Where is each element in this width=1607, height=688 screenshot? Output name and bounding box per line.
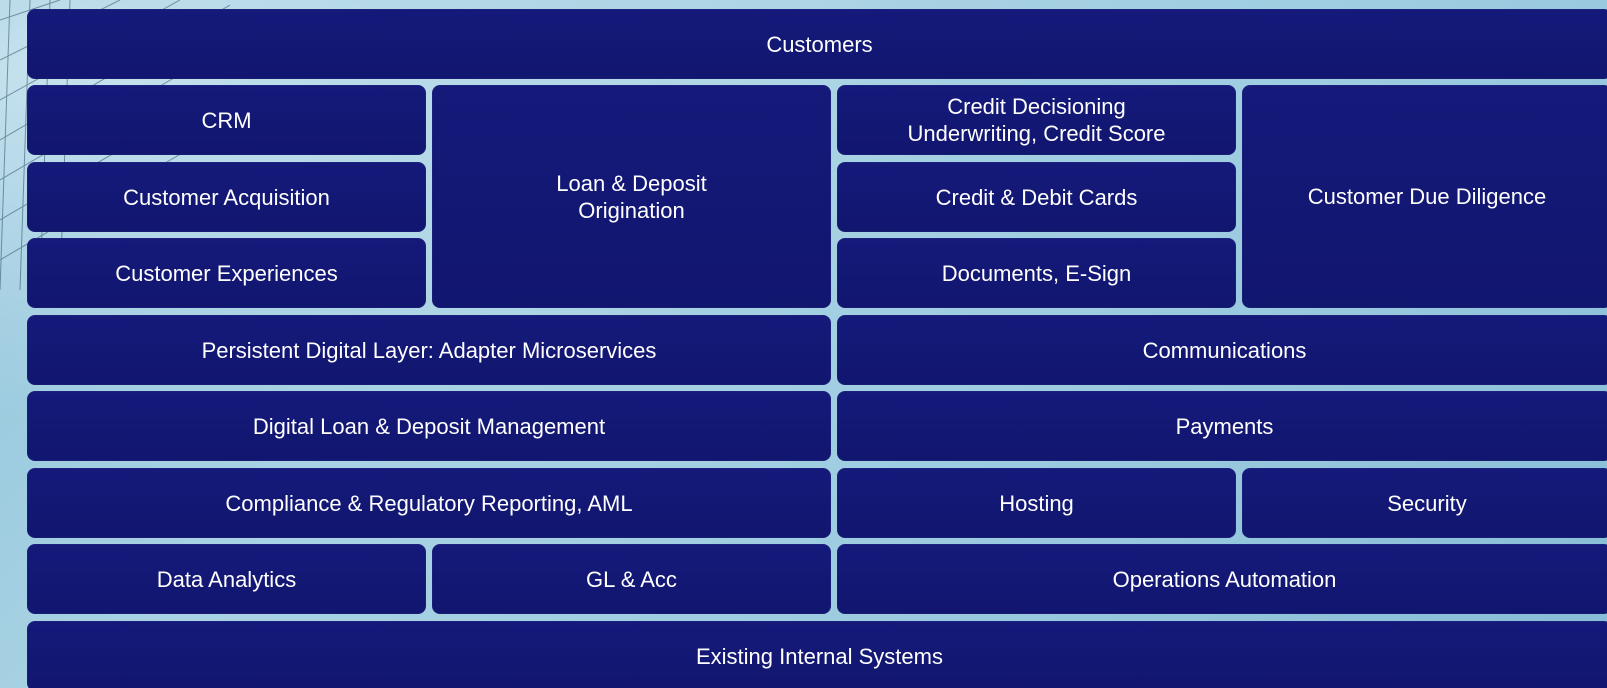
loan-deposit-origination-box: Loan & Deposit Origination (432, 85, 831, 308)
existing-internal-systems-layer: Existing Internal Systems (27, 621, 1607, 688)
credit-decisioning-box: Credit Decisioning Underwriting, Credit … (837, 85, 1236, 155)
customers-label: Customers (766, 31, 873, 57)
credit-debit-cards-box: Credit & Debit Cards (837, 162, 1236, 232)
credit-decisioning-label-line1: Credit Decisioning (947, 94, 1126, 119)
digital-loan-deposit-management-label: Digital Loan & Deposit Management (252, 413, 606, 439)
data-analytics-label: Data Analytics (156, 566, 297, 592)
documents-esign-box: Documents, E-Sign (837, 238, 1236, 308)
gl-acc-label: GL & Acc (586, 566, 677, 592)
operations-automation-box: Operations Automation (837, 544, 1607, 614)
payments-label: Payments (1175, 413, 1274, 439)
hosting-label: Hosting (999, 490, 1074, 516)
communications-label: Communications (1142, 337, 1307, 363)
communications-box: Communications (837, 315, 1607, 385)
customers-layer: Customers (27, 9, 1607, 79)
existing-internal-systems-label: Existing Internal Systems (696, 643, 943, 669)
persistent-digital-layer-box: Persistent Digital Layer: Adapter Micros… (27, 315, 831, 385)
documents-esign-label: Documents, E-Sign (941, 260, 1132, 286)
data-analytics-box: Data Analytics (27, 544, 426, 614)
security-box: Security (1242, 468, 1607, 538)
loan-deposit-origination-label-line2: Origination (578, 197, 685, 223)
customer-experiences-box: Customer Experiences (27, 238, 426, 308)
hosting-box: Hosting (837, 468, 1236, 538)
compliance-reporting-box: Compliance & Regulatory Reporting, AML (27, 468, 831, 538)
customer-acquisition-box: Customer Acquisition (27, 162, 426, 232)
customer-due-diligence-box: Customer Due Diligence (1242, 85, 1607, 308)
crm-box: CRM (27, 85, 426, 155)
operations-automation-label: Operations Automation (1112, 566, 1337, 592)
credit-debit-cards-label: Credit & Debit Cards (935, 184, 1138, 210)
security-label: Security (1387, 490, 1467, 516)
credit-decisioning-label-line2: Underwriting, Credit Score (907, 121, 1166, 146)
payments-box: Payments (837, 391, 1607, 461)
crm-label: CRM (201, 107, 252, 133)
gl-acc-box: GL & Acc (432, 544, 831, 614)
customer-experiences-label: Customer Experiences (115, 260, 338, 286)
customer-due-diligence-label: Customer Due Diligence (1307, 184, 1547, 209)
customer-acquisition-label: Customer Acquisition (123, 184, 330, 210)
digital-loan-deposit-management-box: Digital Loan & Deposit Management (27, 391, 831, 461)
persistent-digital-layer-label: Persistent Digital Layer: Adapter Micros… (201, 337, 657, 363)
compliance-reporting-label: Compliance & Regulatory Reporting, AML (225, 490, 633, 516)
loan-deposit-origination-label-line1: Loan & Deposit (556, 170, 707, 196)
